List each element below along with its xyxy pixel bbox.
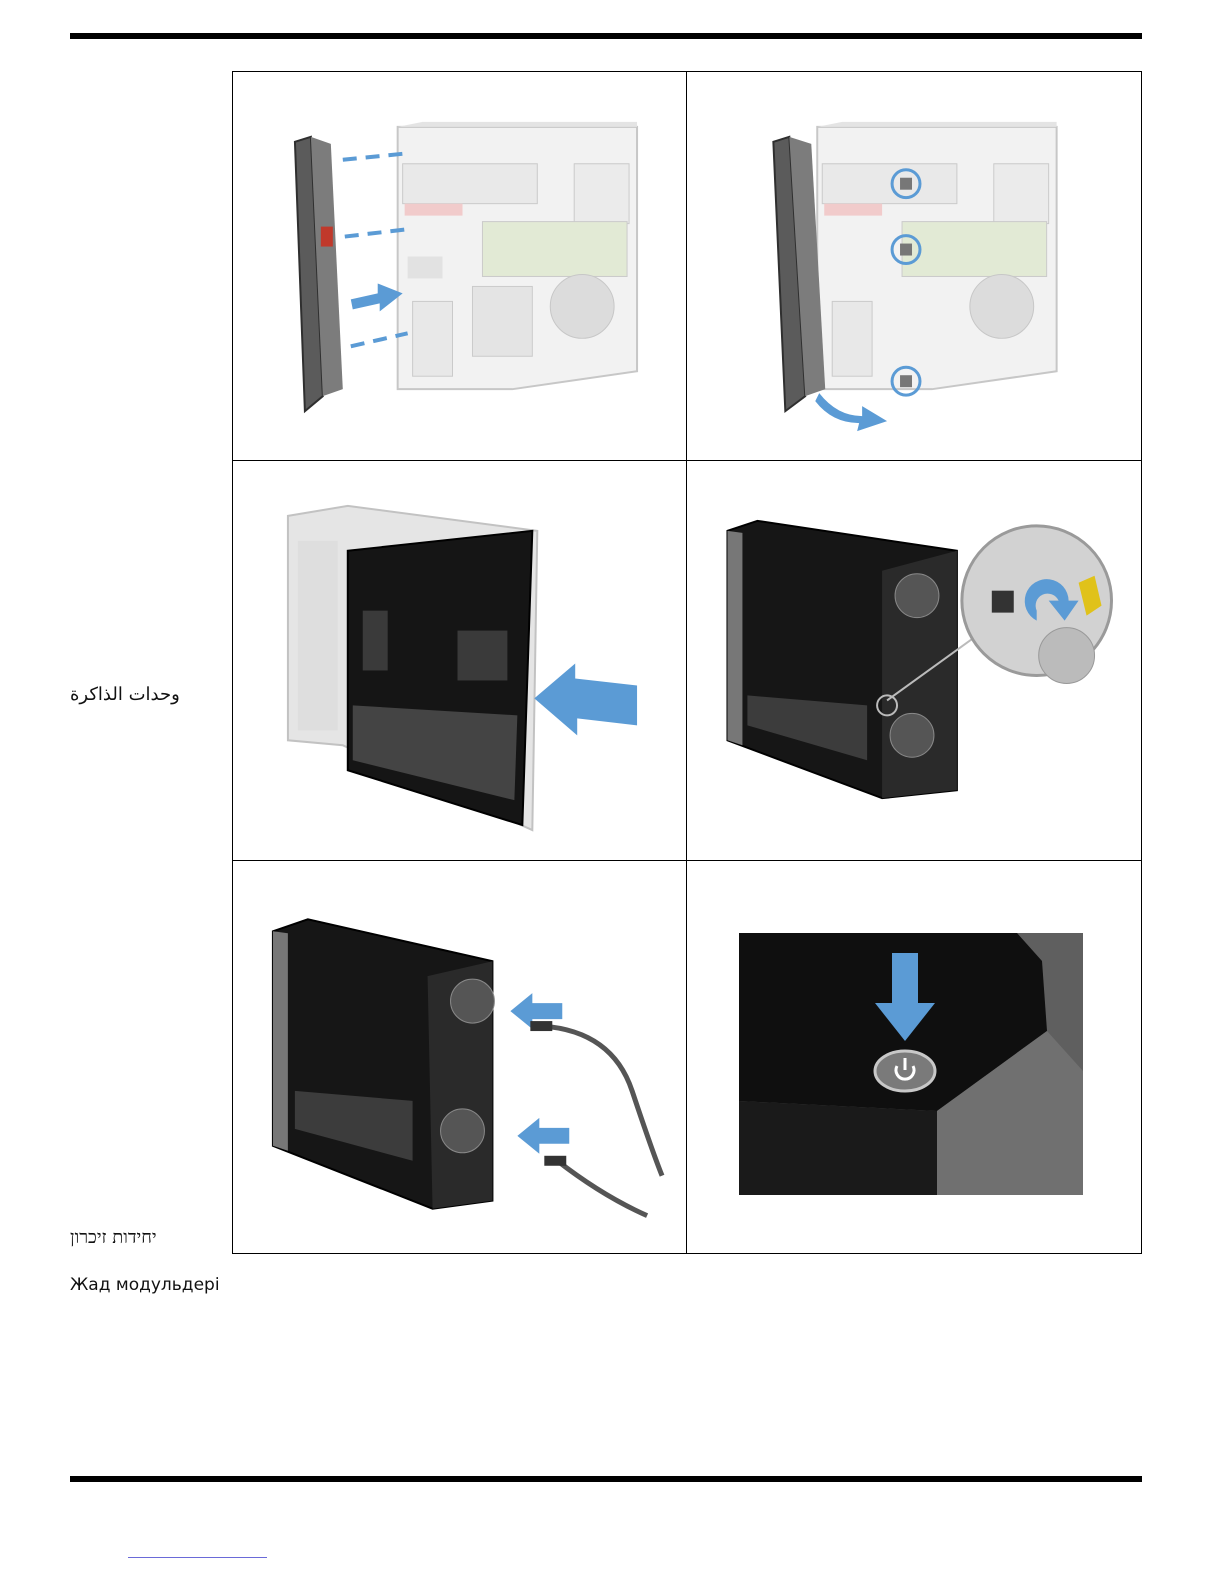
header-rule — [70, 33, 1142, 39]
rotate-arrow — [815, 393, 887, 431]
illustration-front-bezel-install — [233, 72, 687, 461]
power-button-icon — [875, 1051, 935, 1091]
illustration-thumbscrew-tighten — [687, 461, 1142, 861]
computer-rear — [273, 919, 495, 1208]
illustration-table — [232, 71, 1142, 1254]
illustration-side-panel-slide — [233, 461, 687, 861]
push-arrow — [351, 283, 403, 311]
illustration-front-bezel-tabs-rotate — [687, 72, 1142, 461]
footer-rule — [70, 1476, 1142, 1482]
label-memory-modules-kazakh: Жад модульдері — [70, 1277, 220, 1294]
power-cord-arrows — [510, 993, 569, 1154]
thumbscrew-zoom — [962, 526, 1112, 684]
computer-rear — [727, 521, 956, 798]
illustration-power-cords-connect — [233, 861, 687, 1253]
power-cords — [542, 1026, 662, 1216]
label-memory-modules-arabic: وحدات الذاكرة — [70, 686, 180, 704]
front-bezel — [295, 137, 343, 411]
chassis-open — [398, 122, 637, 389]
chassis-open — [817, 122, 1056, 389]
illustration-power-button-press — [687, 861, 1142, 1253]
label-memory-modules-hebrew: יחידות זיכרון — [70, 1229, 157, 1247]
footer-link-underline[interactable] — [128, 1557, 267, 1558]
slide-arrow — [534, 663, 637, 735]
side-panel — [348, 531, 533, 825]
